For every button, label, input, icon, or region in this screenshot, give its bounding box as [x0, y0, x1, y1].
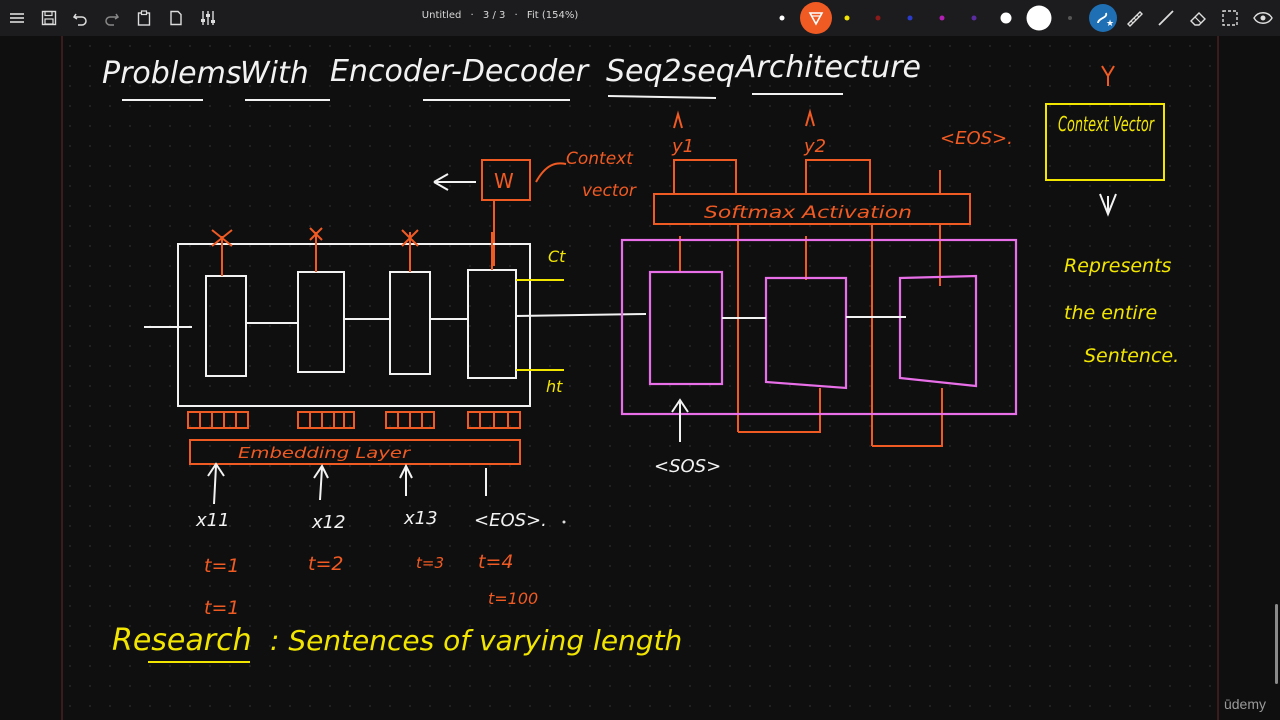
output-label: y2	[803, 136, 826, 157]
color-swatch-blue[interactable]	[903, 0, 917, 36]
research-text: : Sentences of varying length	[270, 624, 682, 657]
color-swatch-darkred[interactable]	[871, 0, 885, 36]
embedding-label: Embedding Layer	[238, 444, 411, 462]
document-title-bar: Untitled · 3 / 3 · Fit (154%)	[400, 10, 600, 21]
title-word: Architecture	[734, 50, 921, 85]
svg-text:★: ★	[1106, 19, 1114, 29]
timestep-label: t=4	[478, 551, 513, 573]
description-line: Sentence.	[1084, 345, 1179, 367]
description-line: the entire	[1064, 302, 1157, 324]
encoder-hidden-outputs	[211, 227, 493, 276]
down-arrow-icon	[1099, 193, 1117, 217]
cursor-dot	[562, 520, 566, 524]
input-label: x12	[311, 512, 346, 533]
title-word: Encoder-Decoder	[330, 54, 590, 89]
stroke-size-small[interactable]	[1063, 0, 1077, 36]
output-label: y1	[671, 136, 694, 157]
encoder-block: Ct ht	[144, 227, 647, 407]
toolbar: Untitled · 3 / 3 · Fit (154%) ★	[0, 0, 1280, 36]
title-word: Seq2seq	[606, 54, 735, 89]
dot-grid	[62, 36, 1218, 720]
input-label: x11	[195, 510, 230, 531]
attention-weight-box: W Context vector	[433, 149, 637, 266]
cell-state-label: Ct	[548, 247, 566, 266]
menu-icon[interactable]	[6, 0, 28, 36]
context-vector-box: Context Vector	[1045, 65, 1165, 217]
zoom-level[interactable]: Fit (154%)	[526, 10, 579, 21]
input-label: x13	[403, 508, 438, 529]
ruler-icon[interactable]	[1122, 0, 1146, 36]
page-icon[interactable]	[165, 0, 187, 36]
shape-recognition-icon[interactable]: ★	[1088, 0, 1118, 36]
timestep-label: t=2	[308, 553, 343, 575]
down-arrow-icon	[1101, 65, 1115, 86]
up-arrow-icon	[671, 398, 689, 442]
clipboard-icon[interactable]	[133, 0, 155, 36]
extra-note: t=1	[204, 597, 239, 619]
research-label: Research	[112, 623, 252, 658]
encoder-lstm-cell	[205, 275, 247, 377]
timestep-label: t=3	[416, 554, 444, 572]
input-arrows	[207, 462, 487, 505]
decoder-block: Softmax Activation y1 y2 <EOS>. <SOS>	[620, 108, 1018, 477]
document-title: Untitled	[421, 10, 462, 21]
decoder-lstm-cell	[898, 274, 978, 388]
color-swatch-yellow[interactable]	[840, 0, 854, 36]
left-arrow-icon	[433, 173, 476, 191]
softmax-label: Softmax Activation	[704, 203, 912, 223]
sliders-icon[interactable]	[197, 0, 219, 36]
line-icon[interactable]	[1154, 0, 1178, 36]
context-annotation: Context	[566, 149, 634, 169]
vertical-scrollbar[interactable]	[1275, 604, 1278, 684]
drawing-surface[interactable]: Problems With Encoder-Decoder Seq2seq Ar…	[0, 36, 1280, 720]
sos-label: <SOS>	[654, 456, 721, 477]
context-annotation: vector	[582, 181, 637, 201]
timestep-label: t=1	[204, 555, 239, 577]
title-separator: ·	[470, 10, 474, 21]
research-note: Research : Sentences of varying length	[112, 623, 682, 663]
color-swatch-purple[interactable]	[967, 0, 981, 36]
title-word: With	[240, 56, 309, 91]
embedding-layer: Embedding Layer	[187, 411, 521, 465]
save-icon[interactable]	[38, 0, 60, 36]
context-vector-description: Represents the entire Sentence.	[1064, 255, 1179, 367]
view-icon[interactable]	[1250, 0, 1276, 36]
page-indicator: 3 / 3	[482, 10, 506, 21]
stroke-size-medium[interactable]	[998, 0, 1014, 36]
redo-icon[interactable]	[101, 0, 123, 36]
eraser-icon[interactable]	[1186, 0, 1210, 36]
eos-output-label: <EOS>.	[940, 128, 1013, 149]
title-word: Problems	[102, 56, 241, 91]
title-line: Problems With Encoder-Decoder Seq2seq Ar…	[102, 50, 921, 91]
input-label: <EOS>.	[474, 510, 547, 531]
watermark-logo: ūdemy	[1223, 696, 1266, 712]
lasso-icon[interactable]	[1218, 0, 1242, 36]
pen-tool-icon[interactable]	[799, 0, 833, 36]
timestep-labels: t=1 t=2 t=3 t=4 t=1 t=100	[204, 551, 538, 619]
title-separator: ·	[514, 10, 518, 21]
hidden-state-label: ht	[546, 377, 563, 396]
extra-note: t=100	[488, 589, 538, 608]
stroke-size-large[interactable]	[1024, 0, 1054, 36]
context-vector-label: Context Vector	[1058, 112, 1155, 136]
description-line: Represents	[1064, 255, 1172, 277]
input-labels: x11 x12 x13 <EOS>.	[195, 508, 547, 533]
w-label: W	[494, 169, 514, 193]
undo-icon[interactable]	[69, 0, 91, 36]
color-swatch-magenta[interactable]	[935, 0, 949, 36]
color-swatch-white-small[interactable]	[775, 0, 789, 36]
decoder-lstm-cell	[648, 270, 724, 386]
decoder-lstm-cell	[764, 276, 848, 390]
whiteboard-canvas[interactable]: Problems With Encoder-Decoder Seq2seq Ar…	[0, 36, 1280, 720]
title-underlines	[122, 93, 843, 101]
